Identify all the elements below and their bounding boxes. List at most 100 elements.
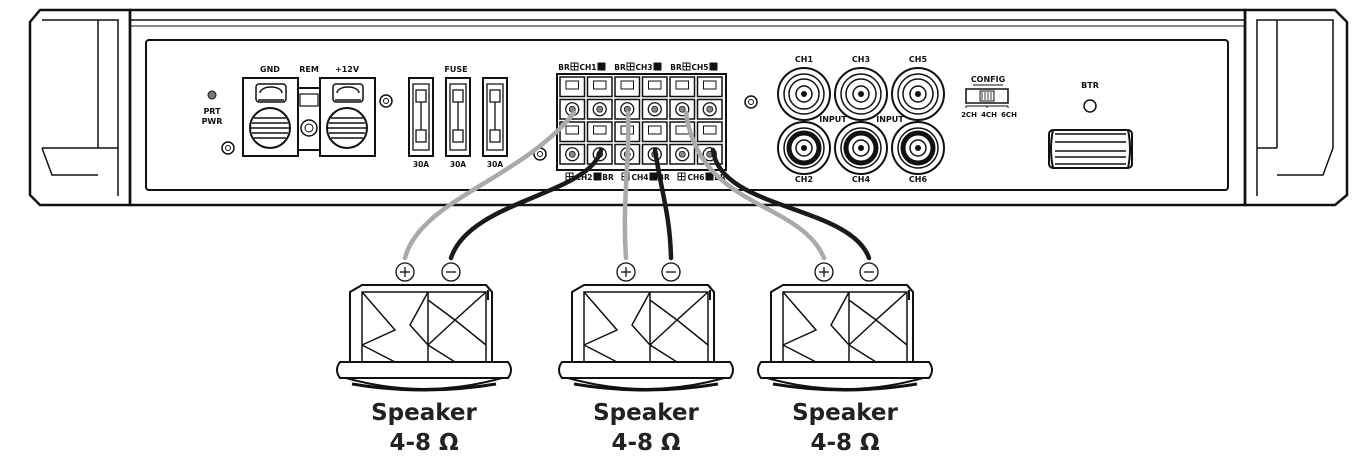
face-panel (145, 39, 1229, 191)
fuse-3-rating: 30A (487, 160, 503, 169)
rca-inputs: CH1 CH3 CH5 INPUT INPUT CH2 CH4 CH6 (777, 55, 945, 184)
screw-icon (379, 94, 393, 108)
bottom-label-ch2: CH2 (576, 173, 593, 182)
rca-label-ch6: CH6 (909, 175, 928, 184)
speaker-2-positive-wire (622, 110, 631, 261)
bottom-label-br-2: BR (658, 173, 670, 182)
speaker-1-name: Speaker (371, 400, 477, 426)
top-label-ch5: CH5 (692, 63, 709, 72)
power-terminal-block: GND REM +12V (242, 65, 376, 157)
chassis (128, 8, 1247, 207)
rca-jack-icon[interactable] (891, 67, 945, 121)
speaker-2-impedance: 4-8 Ω (611, 430, 680, 456)
speaker-3-positive-wire (683, 110, 827, 261)
input-label-1: INPUT (819, 115, 847, 124)
btr-label: BTR (1081, 81, 1099, 90)
speaker-terminal (559, 121, 586, 143)
right-end-cap-detail (1256, 19, 1334, 196)
speaker-1-positive-wire (402, 110, 577, 261)
speaker-icon (336, 284, 512, 392)
rca-label-ch1: CH1 (795, 55, 814, 64)
config-switch-slider[interactable] (979, 90, 995, 102)
terminal-block-frame (556, 73, 727, 171)
rca-jacks (777, 67, 945, 175)
fuse-block: FUSE 30A 30A 30A (408, 65, 508, 169)
bottom-label-br-1: BR (602, 173, 614, 182)
fuse-3: 30A (482, 77, 508, 169)
rca-jack-icon[interactable] (777, 67, 831, 121)
speaker-terminal (641, 98, 668, 120)
pos12v-label: +12V (335, 65, 360, 74)
speaker-terminal (614, 76, 641, 98)
top-label-br-2: BR (614, 63, 626, 72)
speaker-terminal (586, 76, 613, 98)
speakers (336, 284, 933, 392)
negative-terminal-icon (441, 262, 461, 282)
speaker-icon (558, 284, 734, 392)
rca-label-ch3: CH3 (852, 55, 870, 64)
rem-screw-icon (300, 119, 318, 137)
speaker-terminal (559, 143, 586, 165)
speaker-terminal (669, 76, 696, 98)
speaker-captions: Speaker 4-8 Ω Speaker 4-8 Ω Speaker 4-8 … (371, 400, 898, 456)
rem-label: REM (299, 65, 319, 74)
screw-icon (744, 95, 758, 109)
config-title: CONFIG (971, 75, 1005, 84)
speaker-polarity-marks (395, 262, 879, 282)
btr-led-icon (1083, 99, 1097, 113)
speaker-icon (757, 284, 933, 392)
bottom-label-ch6: CH6 (688, 173, 705, 182)
fuse-2-rating: 30A (450, 160, 466, 169)
top-label-br-3: BR (670, 63, 682, 72)
fuse-1-rating: 30A (413, 160, 429, 169)
top-polarity-marks (570, 62, 718, 71)
gnd-terminal (242, 77, 299, 157)
top-label-ch1: CH1 (580, 63, 597, 72)
config-switch-body[interactable] (965, 88, 1009, 104)
rca-label-ch5: CH5 (909, 55, 928, 64)
speaker-3-impedance: 4-8 Ω (810, 430, 879, 456)
amplifier-body (28, 8, 1349, 207)
speaker-terminal (696, 121, 723, 143)
btr-indicator: BTR (1081, 81, 1099, 113)
left-end-cap-detail (41, 19, 119, 196)
rca-jack-icon[interactable] (834, 67, 888, 121)
speaker-terminal (669, 143, 696, 165)
rca-label-ch4: CH4 (852, 175, 871, 184)
top-label-ch3: CH3 (636, 63, 653, 72)
speaker-terminal-block: BR CH1 BR CH3 BR CH5 CH2 BR CH4 BR CH6 (556, 62, 727, 182)
bottom-label-ch4: CH4 (632, 173, 649, 182)
rem-terminal (297, 87, 321, 151)
config-option-2ch: 2CH (961, 111, 977, 119)
fuse-1: 30A (408, 77, 434, 169)
positive-terminal-icon (395, 262, 415, 282)
speaker-terminal (586, 98, 613, 120)
rca-jack-icon[interactable] (834, 121, 888, 175)
speaker-2-name: Speaker (593, 400, 699, 426)
led-label-pwr: PWR (202, 117, 223, 126)
speaker-2-negative-wire (652, 147, 674, 261)
gnd-label: GND (260, 65, 280, 74)
led-label-prt: PRT (203, 107, 221, 116)
mounting-screws (221, 94, 758, 161)
config-switch[interactable]: CONFIG 2CH 4CH 6CH (961, 75, 1017, 119)
protect-power-led: PRT PWR (202, 90, 223, 126)
speaker-terminal (696, 76, 723, 98)
speaker-terminal (586, 121, 613, 143)
speaker-wires (402, 110, 872, 261)
positive-terminal-icon (814, 262, 834, 282)
speaker-3-negative-wire (710, 147, 872, 261)
pos12v-screw-icon (326, 107, 368, 149)
rca-label-ch2: CH2 (795, 175, 813, 184)
positive-terminal-icon (616, 262, 636, 282)
screw-icon (221, 141, 235, 155)
remote-bass-port[interactable] (1048, 129, 1133, 169)
config-option-6ch: 6CH (1001, 111, 1017, 119)
speaker-terminal (641, 76, 668, 98)
negative-terminal-icon (661, 262, 681, 282)
rca-jack-icon[interactable] (891, 121, 945, 175)
negative-terminal-icon (859, 262, 879, 282)
pos12v-terminal (319, 77, 376, 157)
rca-jack-icon[interactable] (777, 121, 831, 175)
